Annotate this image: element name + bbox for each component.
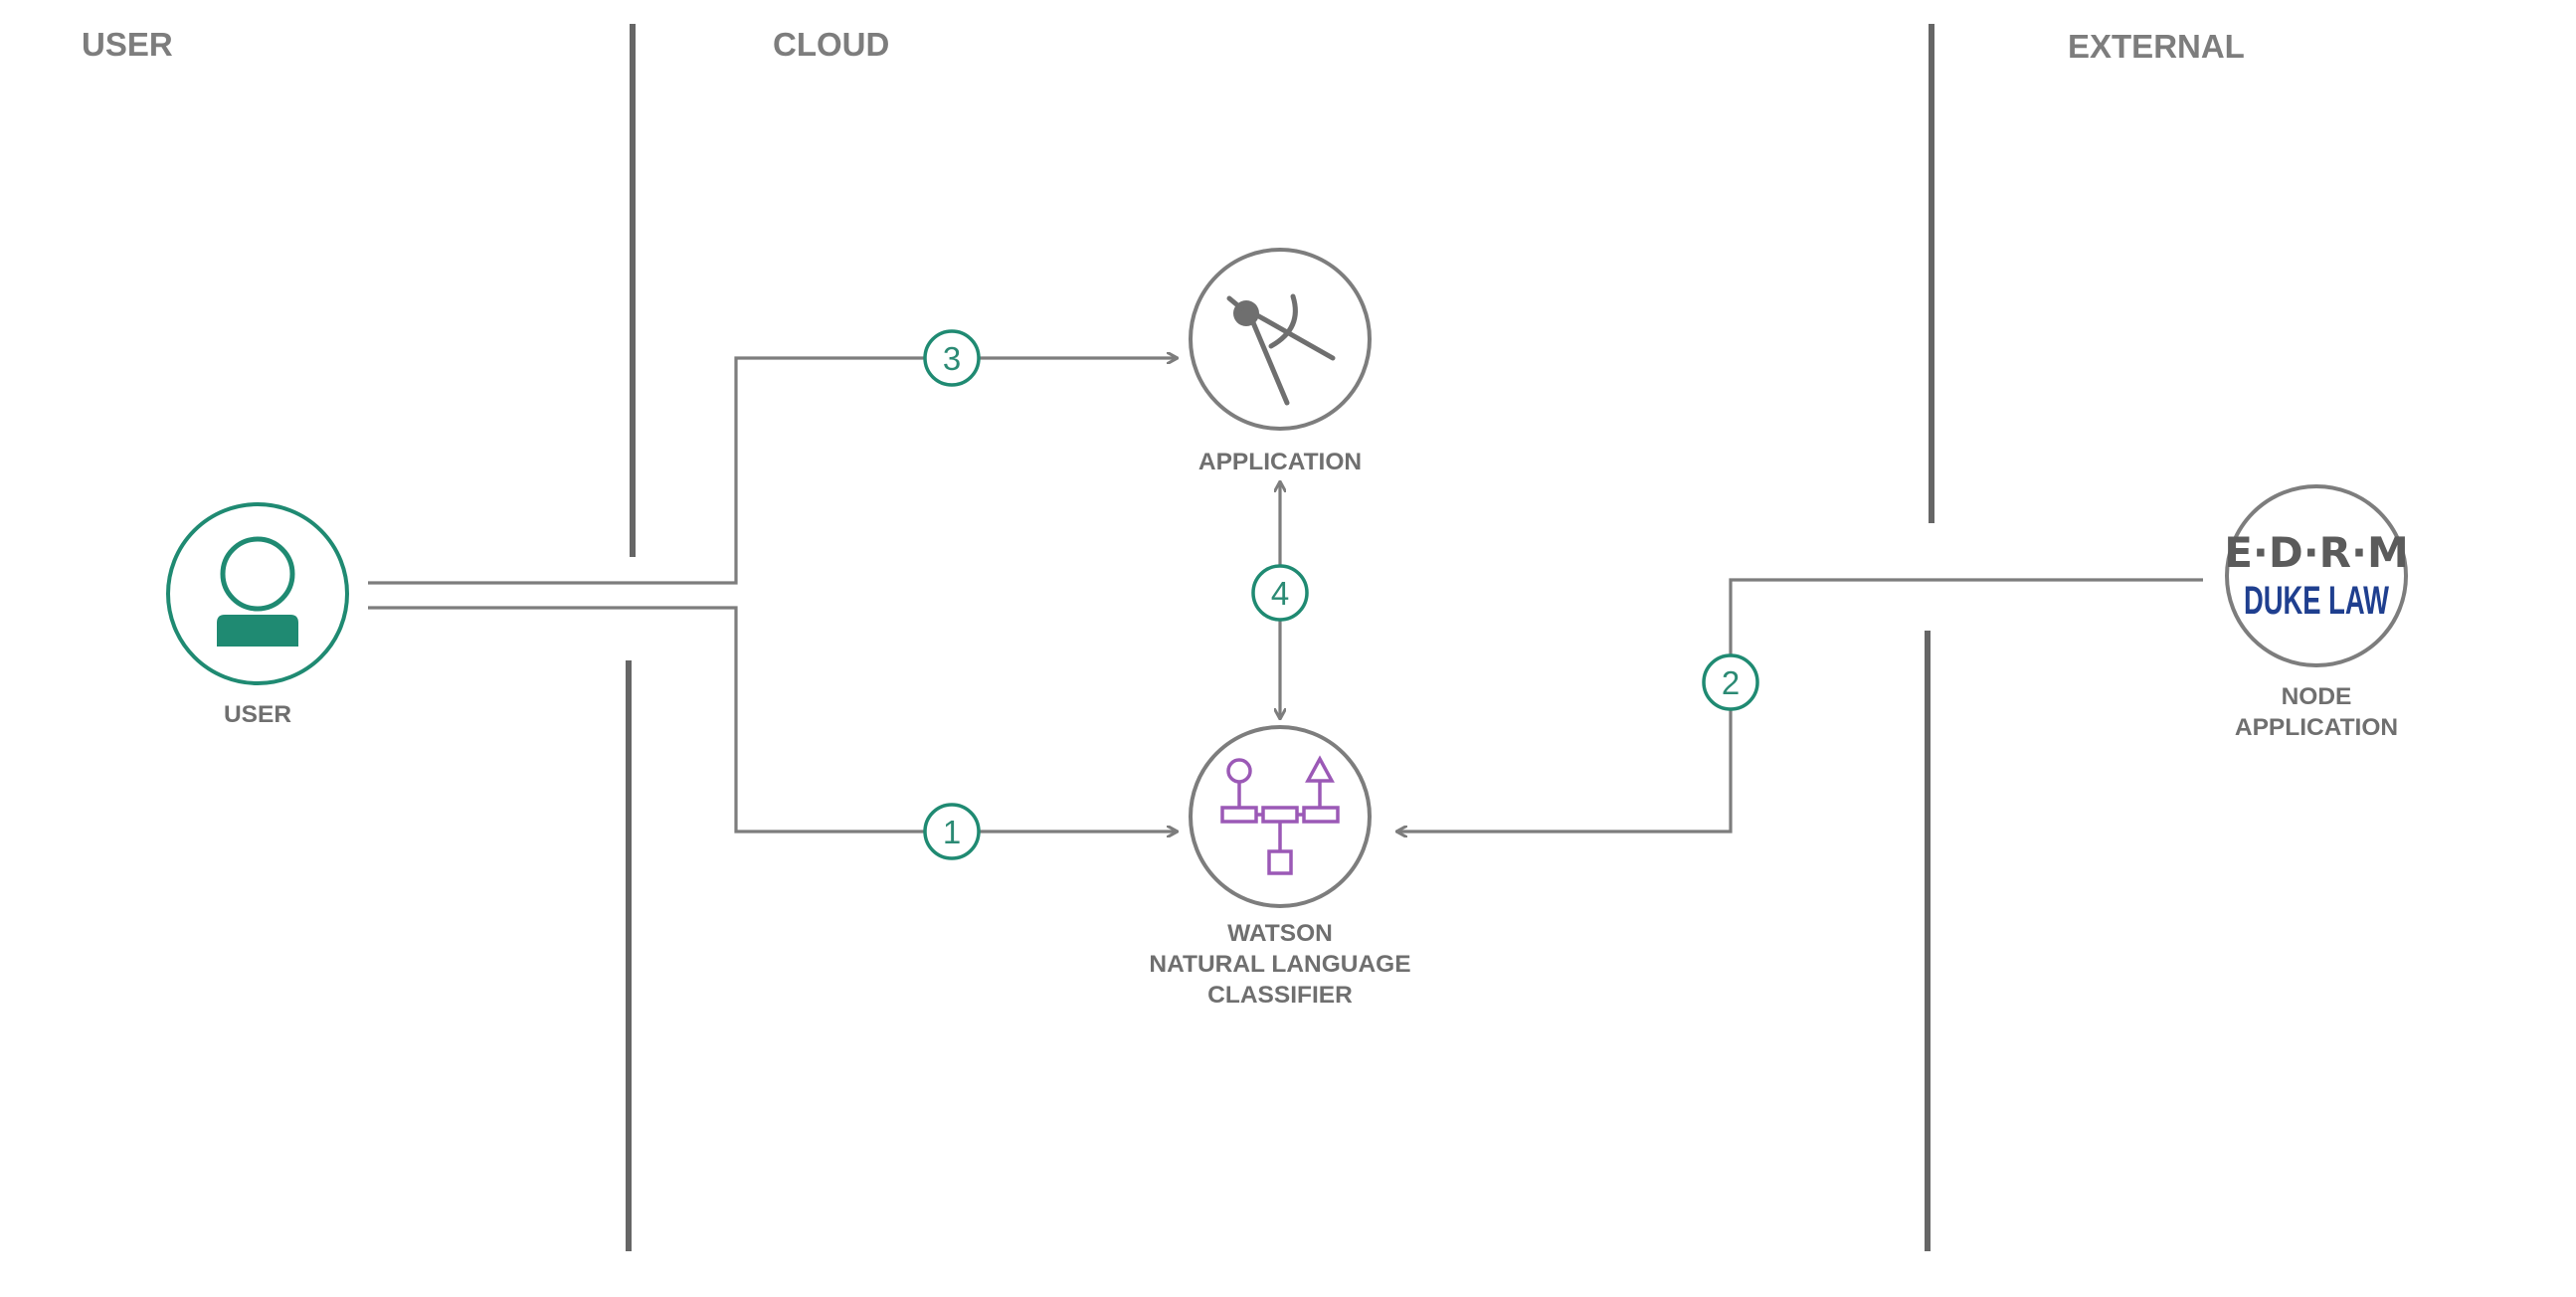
- step-number-3: 3: [943, 340, 961, 377]
- user-node: USER: [166, 502, 349, 728]
- zone-title-user: USER: [82, 26, 173, 63]
- step-badge-2: 2: [1702, 653, 1759, 711]
- drafting-compass-icon: [1226, 293, 1336, 406]
- watson-node-label-line-2: NATURAL LANGUAGE: [1149, 951, 1410, 978]
- step-badge-1: 1: [923, 803, 981, 860]
- watson-node-label-line-3: CLASSIFIER: [1207, 982, 1353, 1009]
- step-badge-3: 3: [923, 329, 981, 387]
- application-node-label: APPLICATION: [1198, 449, 1362, 475]
- duke-law-logo-text: DUKE LAW: [2244, 579, 2389, 623]
- step-number-4: 4: [1271, 575, 1289, 612]
- step-badge-4: 4: [1251, 564, 1309, 622]
- flow-user-to-watson: [368, 606, 1177, 832]
- classifier-tree-icon: [1220, 755, 1340, 875]
- edrm-duke-law-logo: E·D·R·M DUKE LAW: [2224, 528, 2409, 623]
- edrm-logo-text: E·D·R·M: [2224, 528, 2409, 577]
- user-node-circle: [166, 502, 349, 685]
- node-application-node: E·D·R·M DUKE LAW NODE APPLICATION: [2224, 484, 2409, 741]
- step-number-1: 1: [943, 814, 961, 850]
- user-node-label: USER: [224, 701, 291, 728]
- node-application-label-line-1: NODE: [2282, 683, 2352, 710]
- zone-title-cloud: CLOUD: [773, 26, 889, 63]
- step-number-2: 2: [1722, 664, 1740, 701]
- application-node: APPLICATION: [1189, 248, 1372, 475]
- flow-node-app-to-watson: [1397, 578, 2203, 832]
- watson-node-circle: [1189, 725, 1372, 908]
- node-application-node-circle: [2225, 484, 2408, 667]
- node-application-label-line-2: APPLICATION: [2235, 714, 2398, 741]
- watson-node: WATSON NATURAL LANGUAGE CLASSIFIER: [1149, 725, 1411, 1009]
- zone-title-external: EXTERNAL: [2068, 28, 2245, 65]
- flow-user-to-application: [368, 358, 1177, 585]
- user-icon: [217, 536, 298, 647]
- watson-node-label-line-1: WATSON: [1227, 920, 1333, 947]
